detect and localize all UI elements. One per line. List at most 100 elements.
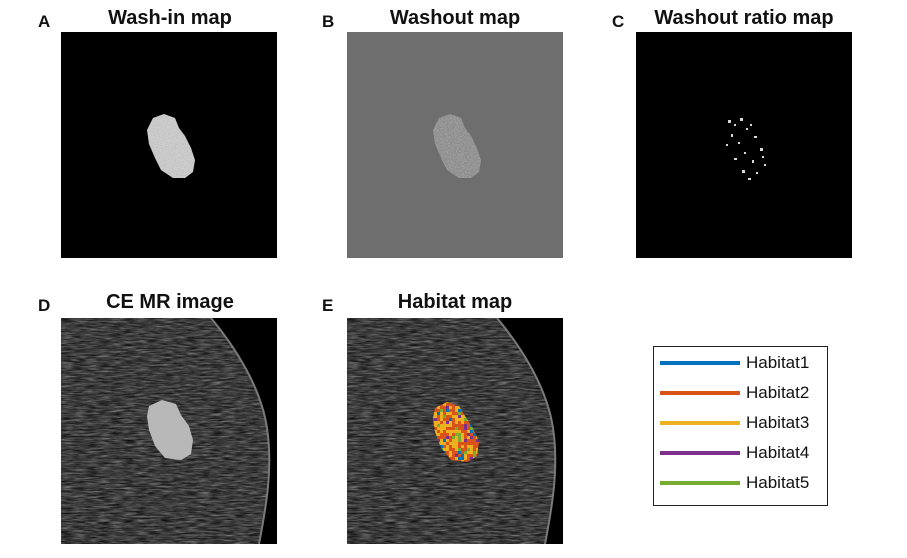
habitat-voxel [464, 442, 467, 445]
habitat-voxel [449, 415, 452, 418]
habitat-voxel [433, 415, 434, 418]
habitat-voxel [473, 433, 476, 436]
panel-c-title: Washout ratio map [654, 7, 834, 29]
habitat-voxel [440, 442, 443, 445]
habitat-voxel [461, 415, 464, 418]
habitat-voxel [458, 439, 461, 442]
habitat-voxel [440, 424, 443, 427]
habitat-voxel [461, 439, 464, 442]
habitat-voxel [473, 430, 476, 433]
habitat-voxel [434, 418, 437, 421]
habitat-voxel [467, 421, 470, 424]
habitat-voxel [446, 445, 449, 448]
habitat-voxel [467, 448, 470, 451]
habitat-voxel [467, 430, 470, 433]
habitat-voxel [449, 409, 452, 412]
panel-c-letter: C [612, 12, 625, 31]
habitat-voxel [464, 460, 467, 462]
legend-label-habitat5: Habitat5 [746, 473, 810, 492]
habitat-voxel [449, 421, 452, 424]
habitat-voxel [449, 403, 452, 406]
habitat-map-image [347, 318, 563, 544]
habitat-voxel [446, 424, 449, 427]
habitat-voxel [446, 454, 449, 457]
habitat-voxel [455, 442, 458, 445]
habitat-voxel [467, 457, 470, 460]
habitat-voxel [467, 454, 470, 457]
legend-label-habitat2: Habitat2 [746, 383, 810, 402]
habitat-voxel [470, 439, 473, 442]
habitat-voxel [473, 442, 476, 445]
habitat-voxel [443, 439, 446, 442]
habitat-voxel [461, 412, 464, 415]
habitat-voxel [449, 442, 452, 445]
habitat-voxel [449, 433, 452, 436]
habitat-voxel [437, 412, 440, 415]
habitat-voxel [446, 433, 449, 436]
habitat-voxel [452, 448, 455, 451]
habitat-voxel [464, 418, 467, 421]
habitat-voxel [437, 436, 440, 439]
habitat-voxel [455, 406, 458, 409]
habitat-voxel [452, 427, 455, 430]
habitat-voxel [437, 421, 440, 424]
habitat-voxel [461, 457, 464, 460]
legend-swatch-habitat5 [660, 481, 740, 485]
habitat-voxel [461, 454, 464, 457]
habitat-voxel [437, 424, 440, 427]
legend-item-habitat3: Habitat3 [660, 411, 809, 435]
habitat-voxel [458, 433, 461, 436]
habitat-voxel [452, 442, 455, 445]
habitat-voxel [443, 421, 446, 424]
habitat-voxel [470, 433, 473, 436]
habitat-voxel [440, 415, 443, 418]
habitat-voxel [449, 406, 452, 409]
habitat-voxel [434, 409, 437, 412]
habitat-voxel [458, 418, 461, 421]
habitat-voxel [433, 418, 434, 421]
habitat-voxel [461, 451, 464, 454]
habitat-voxel [458, 451, 461, 454]
habitat-voxel [467, 442, 470, 445]
habitat-voxel [437, 418, 440, 421]
habitat-voxel [449, 424, 452, 427]
habitat-voxel [452, 436, 455, 439]
habitat-voxel [446, 448, 449, 451]
habitat-voxel [467, 439, 470, 442]
habitat-voxel [464, 457, 467, 460]
habitat-voxel [455, 424, 458, 427]
habitat-voxel [449, 436, 452, 439]
habitat-voxel [461, 427, 464, 430]
habitat-voxel [446, 406, 449, 409]
habitat-voxel [470, 454, 473, 457]
habitat-voxel [458, 445, 461, 448]
legend-item-habitat4: Habitat4 [660, 441, 809, 465]
habitat-voxel [464, 448, 467, 451]
habitat-voxel [446, 436, 449, 439]
legend-item-habitat1: Habitat1 [660, 351, 809, 375]
legend-swatch-habitat3 [660, 421, 740, 425]
habitat-voxel [449, 445, 452, 448]
habitat-voxel [470, 427, 473, 430]
habitat-voxel [449, 418, 452, 421]
habitat-voxel [446, 427, 449, 430]
habitat-voxel [440, 433, 443, 436]
habitat-voxel [440, 409, 443, 412]
habitat-voxel [455, 409, 458, 412]
habitat-voxel [434, 430, 437, 433]
habitat-voxel [455, 421, 458, 424]
habitat-voxel [446, 451, 449, 454]
habitat-voxel [455, 448, 458, 451]
habitat-voxel [470, 430, 473, 433]
habitat-voxel [464, 436, 467, 439]
habitat-voxel [440, 436, 443, 439]
habitat-voxel [437, 427, 440, 430]
habitat-voxel [464, 424, 467, 427]
habitat-voxel [461, 433, 464, 436]
habitat-voxel [458, 406, 461, 409]
habitat-voxel [467, 433, 470, 436]
habitat-voxel [461, 445, 464, 448]
habitat-legend: Habitat1 Habitat2 Habitat3 Habitat4 Habi… [653, 346, 828, 506]
habitat-voxel [461, 460, 464, 462]
habitat-voxel [443, 442, 446, 445]
